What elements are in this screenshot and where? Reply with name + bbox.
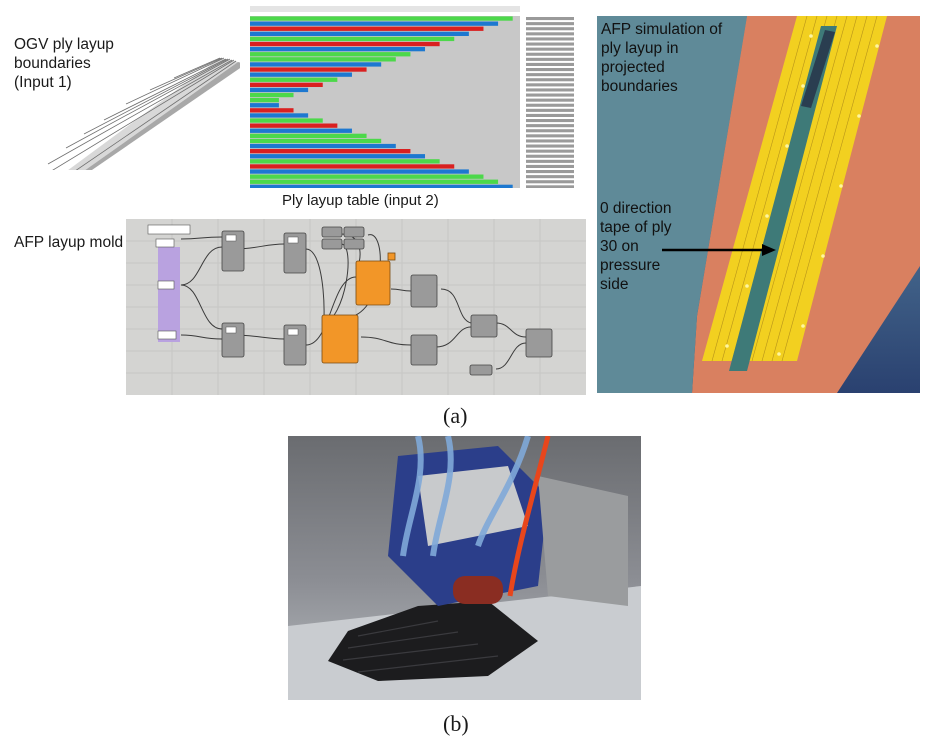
table-row-label (526, 78, 574, 82)
caption-a: (a) (443, 403, 468, 428)
table-row-label (526, 57, 574, 61)
table-row (250, 143, 396, 149)
tape-annotation: 0 direction tape of ply 30 on pressure s… (600, 199, 672, 294)
ogv-label-line: OGV ply layup (14, 36, 114, 53)
ogv-boundaries-image (47, 57, 240, 170)
table-row (250, 16, 513, 21)
table-row (250, 77, 338, 82)
table-row (250, 47, 426, 52)
table-row (250, 92, 294, 98)
table-row (250, 62, 382, 67)
table-row-label (526, 113, 574, 117)
table-row-label (526, 108, 574, 112)
table-row (250, 41, 440, 47)
table-header-row (250, 6, 520, 12)
afp-sim-label: AFP simulation of ply layup in projected… (601, 20, 722, 96)
table-row-label (526, 83, 574, 87)
table-row (250, 26, 484, 31)
table-row-label (526, 119, 574, 123)
table-row (250, 123, 338, 128)
table-row (250, 174, 484, 179)
table-row-label (526, 73, 574, 77)
ply-table-caption: Ply layup table (input 2) (282, 192, 439, 209)
table-row (250, 128, 352, 133)
ogv-label: OGV ply layup boundaries (Input 1) (14, 35, 114, 92)
table-row-label (526, 27, 574, 31)
table-row-label (526, 52, 574, 56)
table-row-label (526, 154, 574, 158)
ogv-label-line: boundaries (14, 55, 91, 72)
table-row-label (526, 22, 574, 26)
table-row (250, 113, 309, 118)
tape-annotation-line: tape of ply (600, 219, 672, 236)
table-row-label (526, 42, 574, 46)
table-row (250, 118, 323, 123)
table-row-label (526, 47, 574, 51)
afp-machine-photo (288, 436, 641, 700)
table-row-label (526, 129, 574, 133)
compaction-roller (453, 576, 503, 604)
table-row (250, 184, 513, 188)
ogv-label-line: (Input 1) (14, 74, 72, 91)
table-row-label (526, 37, 574, 41)
table-row-label (526, 159, 574, 163)
table-row-label (526, 170, 574, 174)
afp-sim-label-line: AFP simulation of (601, 21, 723, 38)
ply-layup-table (250, 6, 574, 188)
tape-annotation-line: side (600, 276, 629, 293)
zero-direction-tape (729, 26, 837, 371)
afp-sim-label-line: ply layup in (601, 40, 679, 57)
table-row-label (526, 62, 574, 66)
table-row (250, 98, 279, 103)
table-row (250, 21, 499, 26)
table-row-label (526, 32, 574, 36)
caption-b: (b) (443, 711, 469, 736)
table-row (250, 138, 382, 144)
table-row (250, 67, 367, 72)
table-row-label (526, 139, 574, 143)
table-row-label (526, 144, 574, 148)
tape-annotation-line: 0 direction (600, 200, 672, 217)
table-row (250, 169, 469, 174)
afp-sim-label-line: boundaries (601, 78, 678, 95)
table-row-label (526, 98, 574, 102)
table-row-label (526, 134, 574, 138)
table-row-label (526, 93, 574, 97)
table-row-label (526, 17, 574, 21)
table-row (250, 149, 411, 154)
table-row-label (526, 88, 574, 92)
table-row (250, 72, 352, 77)
tape-annotation-line: pressure (600, 257, 661, 274)
table-row (250, 164, 455, 169)
table-row (250, 57, 396, 62)
node-graph-canvas (126, 219, 586, 395)
table-row (250, 31, 469, 36)
orange-tube (507, 436, 551, 597)
table-row (250, 103, 279, 108)
afp-simulation-image (597, 16, 920, 393)
table-row (250, 36, 455, 42)
table-row-label (526, 164, 574, 168)
table-row-label (526, 103, 574, 107)
mold-label: AFP layup mold (14, 234, 124, 251)
table-row-label (526, 68, 574, 72)
table-row-label (526, 149, 574, 153)
table-row (250, 159, 440, 164)
tape-annotation-line: 30 on (600, 238, 639, 255)
table-row (250, 52, 411, 57)
table-row-label (526, 185, 574, 188)
table-row (250, 133, 367, 138)
table-row (250, 108, 294, 113)
afp-sim-label-line: projected (601, 59, 665, 76)
table-row (250, 154, 426, 159)
table-row (250, 82, 323, 87)
table-row (250, 179, 499, 184)
table-row-label (526, 124, 574, 128)
table-row (250, 87, 309, 93)
table-row-label (526, 180, 574, 184)
annotation-arrow (662, 244, 776, 256)
table-row-label (526, 175, 574, 179)
carbon-tape-layup (328, 601, 538, 681)
